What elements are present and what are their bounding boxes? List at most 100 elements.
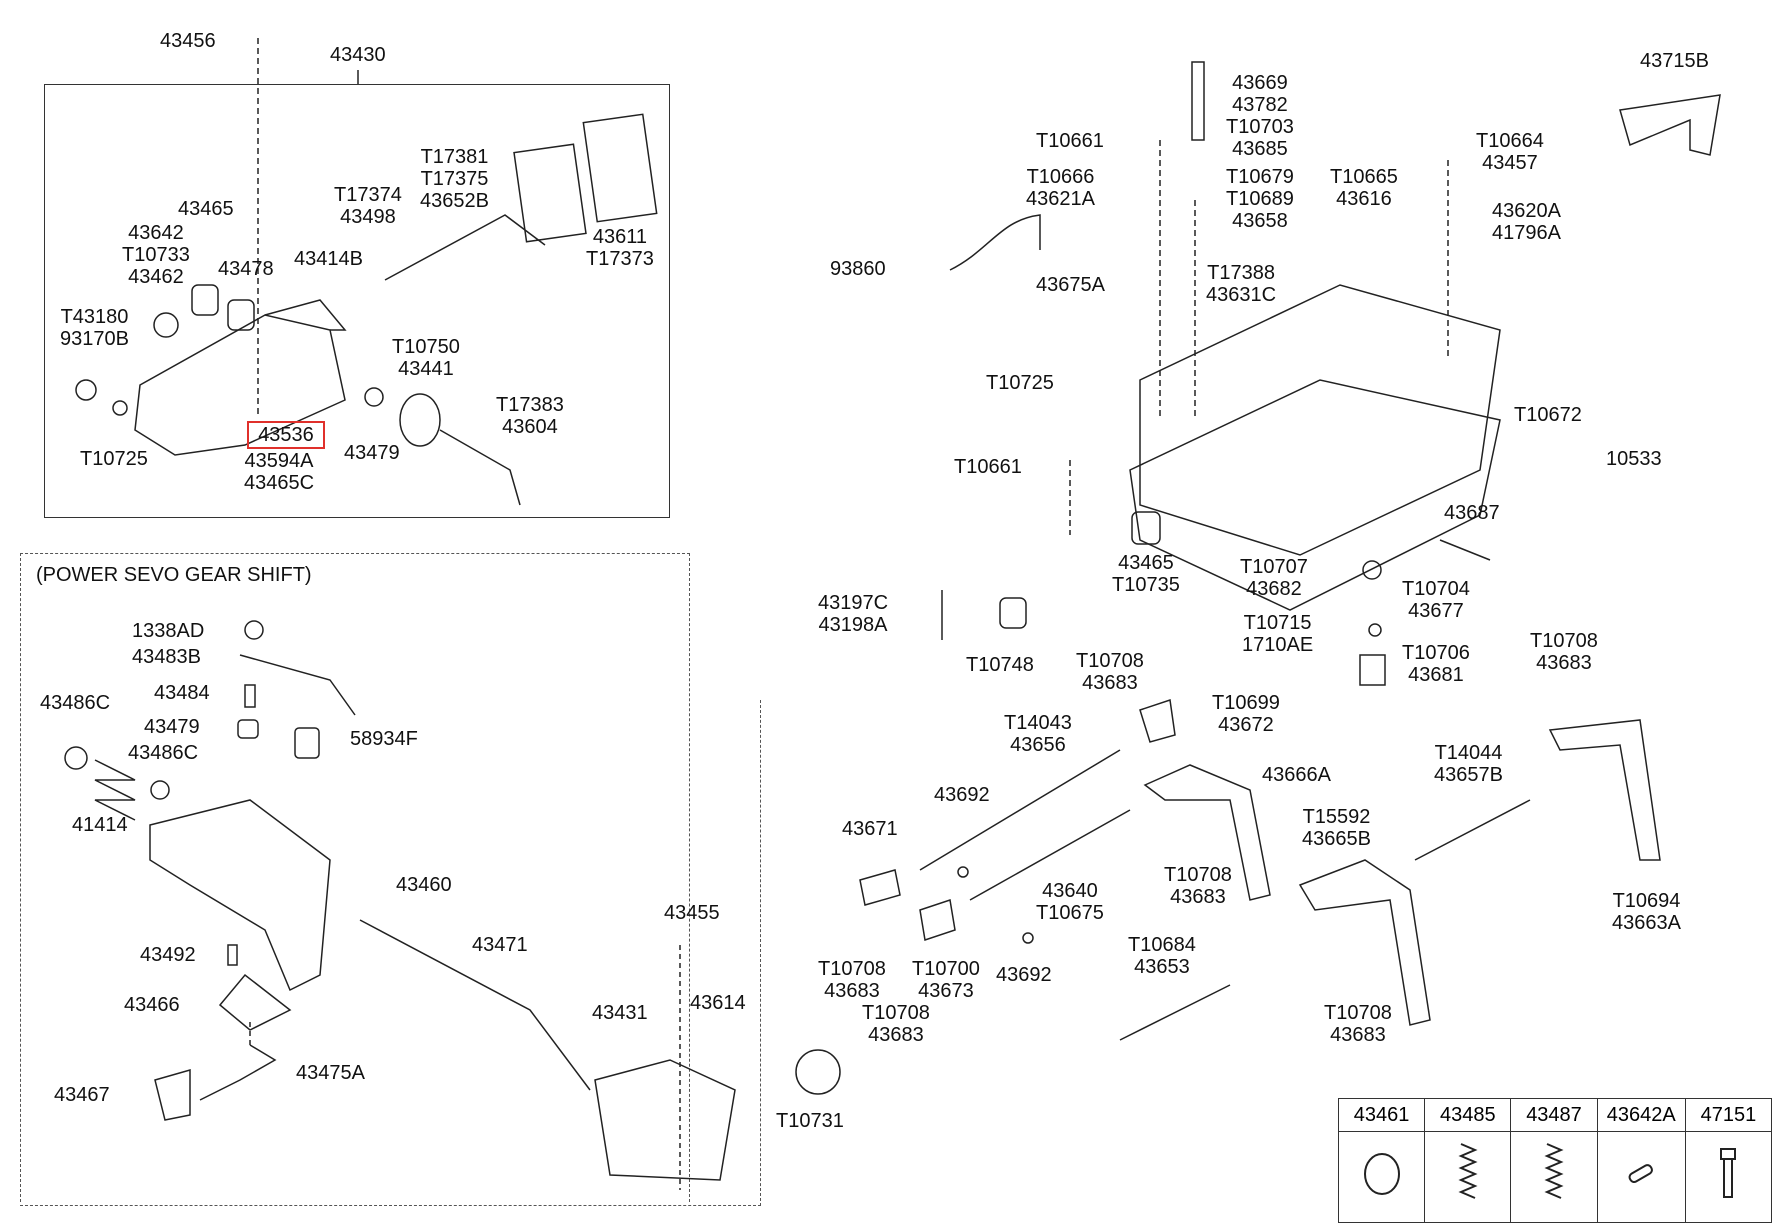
gasket-43611a	[513, 143, 587, 243]
bushing-T10748	[999, 597, 1027, 629]
power-servo-title: (POWER SEVO GEAR SHIFT)	[36, 564, 312, 586]
legend-cell-spring-b	[1510, 1131, 1598, 1223]
interlock-43673	[919, 899, 956, 941]
callout-43536-highlighted[interactable]: 43536	[247, 421, 325, 449]
callout-43479-lower: 43479	[144, 716, 200, 738]
callout-41414: 41414	[72, 814, 128, 836]
boot-43441	[399, 393, 441, 447]
fork-43666A	[1143, 764, 1271, 901]
cap-43479b	[237, 719, 259, 739]
rail-43657B	[1414, 799, 1531, 861]
seal-43486C-a	[64, 746, 88, 770]
legend-header-43642A: 43642A	[1596, 1098, 1686, 1132]
callout-43486C-a: 43486C	[40, 692, 111, 714]
ball-43692a	[957, 866, 969, 878]
callout-43466: 43466	[124, 994, 180, 1016]
pin-43484	[244, 684, 256, 708]
spring-icon	[1544, 1143, 1564, 1199]
callout-43431: 43431	[592, 1002, 648, 1024]
shaft-43471	[359, 919, 591, 1091]
bushing-43478	[227, 299, 255, 331]
rail-43640	[969, 809, 1131, 901]
callout-10533: 10533	[1606, 448, 1662, 470]
callout-93860: 93860	[830, 258, 886, 280]
legend-cell-ring	[1337, 1131, 1426, 1223]
washer-T10725	[112, 400, 128, 416]
callout-43484: 43484	[154, 682, 210, 704]
callout-43483B: 43483B	[132, 646, 201, 668]
cylinder-43431	[594, 1059, 736, 1181]
cap-43462	[153, 312, 179, 338]
legend-header-43487: 43487	[1510, 1098, 1598, 1132]
rod-43604	[439, 429, 521, 506]
callout-43456: 43456	[160, 30, 216, 52]
seal-43479	[364, 387, 384, 407]
interlock-43672	[1139, 699, 1176, 743]
shift-housing-top	[264, 299, 347, 331]
rod-43652B	[384, 214, 546, 281]
legend-cell-pin	[1596, 1131, 1686, 1223]
callout-43465: 43465	[178, 198, 234, 220]
callout-T10672: T10672	[1514, 404, 1582, 426]
pin-icon	[1628, 1164, 1654, 1183]
callout-43479-top: 43479	[344, 442, 400, 464]
callout-T10748: T10748	[966, 654, 1034, 676]
bolt-icon	[1720, 1148, 1737, 1198]
ball-43692b	[1022, 932, 1034, 944]
interlock-43671	[859, 869, 901, 906]
callout-43475A: 43475A	[296, 1062, 365, 1084]
rail-43656	[919, 749, 1121, 871]
gasket-43611b	[582, 113, 658, 223]
legend-cell-bolt	[1684, 1131, 1772, 1223]
power-servo-section-box	[20, 553, 690, 1202]
callout-43675A: 43675A	[1036, 274, 1105, 296]
callout-T10725-right: T10725	[986, 372, 1054, 394]
gasket-T10672	[1129, 379, 1501, 611]
ring-icon	[1363, 1153, 1400, 1195]
callout-43478: 43478	[218, 258, 274, 280]
cap-43681	[1359, 654, 1386, 686]
bushing-43465	[191, 284, 219, 316]
fork-43665B	[1298, 859, 1431, 1026]
fork-43663A	[1548, 719, 1661, 861]
callout-43492: 43492	[140, 944, 196, 966]
housing-43460	[149, 799, 331, 992]
callout-43666A: 43666A	[1262, 764, 1331, 786]
callout-T10731: T10731	[776, 1110, 844, 1132]
legend-header-43485: 43485	[1424, 1098, 1512, 1132]
callout-43671: 43671	[842, 818, 898, 840]
callout-43455: 43455	[664, 902, 720, 924]
callout-43687: 43687	[1444, 502, 1500, 524]
callout-43471: 43471	[472, 934, 528, 956]
parts-legend-table: 43461 43485 43487 43642A 47151	[1337, 1098, 1772, 1223]
legend-header-43461: 43461	[1337, 1098, 1426, 1132]
callout-43692-b: 43692	[996, 964, 1052, 986]
